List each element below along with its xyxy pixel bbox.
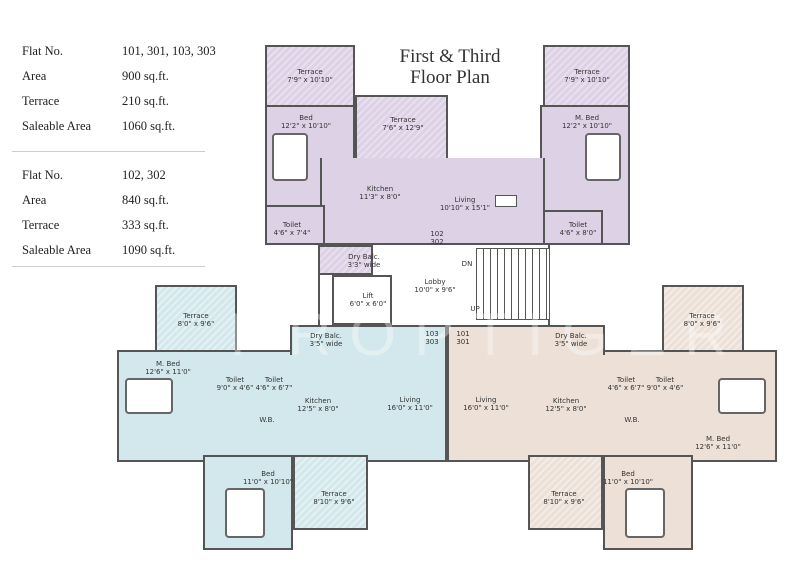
room-dry-balcony — [318, 245, 373, 275]
label-down: DN — [461, 260, 473, 268]
divider — [12, 266, 205, 267]
label-wb: W.B. — [624, 416, 640, 424]
terrace-label: Terrace — [22, 94, 60, 108]
bed-furniture — [272, 133, 308, 181]
staircase — [476, 248, 550, 320]
bed-furniture — [585, 133, 621, 181]
saleable-value: 1060 sq.ft. — [122, 119, 176, 133]
bed-furniture — [625, 488, 665, 538]
terrace-value: 333 sq.ft. — [122, 218, 169, 232]
flat-no-value: 101, 301, 103, 303 — [122, 44, 216, 58]
area-value: 900 sq.ft. — [122, 69, 169, 83]
area-label: Area — [22, 193, 47, 207]
flat-no-label: Flat No. — [22, 44, 63, 58]
bed-furniture — [718, 378, 766, 414]
room-toilet — [543, 210, 603, 245]
terrace-label: Terrace — [22, 218, 60, 232]
room-dry-balcony — [447, 325, 605, 355]
saleable-label: Saleable Area — [22, 119, 92, 133]
bed-furniture — [225, 488, 265, 538]
plan-title: First & Third Floor Plan — [370, 46, 530, 88]
terrace-value: 210 sq.ft. — [122, 94, 169, 108]
room-terrace — [293, 455, 368, 530]
area-value: 840 sq.ft. — [122, 193, 169, 207]
room-terrace — [155, 285, 237, 353]
saleable-label: Saleable Area — [22, 243, 92, 257]
label-up: UP — [470, 305, 480, 313]
title-line-1: First & Third — [399, 46, 501, 67]
bed-furniture — [125, 378, 173, 414]
flat-no-value: 102, 302 — [122, 168, 166, 182]
title-line-2: Floor Plan — [410, 67, 490, 88]
flat-no-label: Flat No. — [22, 168, 63, 182]
saleable-value: 1090 sq.ft. — [122, 243, 176, 257]
table — [495, 195, 517, 207]
room-toilet — [265, 205, 325, 245]
room-terrace — [543, 45, 630, 107]
lift — [332, 275, 392, 325]
room-dry-balcony — [290, 325, 447, 355]
label-dry-balcony: Dry Balc.3'5" wide — [554, 332, 588, 348]
label-dry-balcony: Dry Balc.3'3" wide — [347, 253, 381, 269]
room-terrace — [528, 455, 603, 530]
watermark: PROPTIGER — [230, 301, 746, 368]
divider — [12, 151, 205, 152]
label-dry-balcony: Dry Balc.3'5" wide — [309, 332, 343, 348]
area-label: Area — [22, 69, 47, 83]
room-terrace — [662, 285, 744, 353]
label-wb: W.B. — [259, 416, 275, 424]
